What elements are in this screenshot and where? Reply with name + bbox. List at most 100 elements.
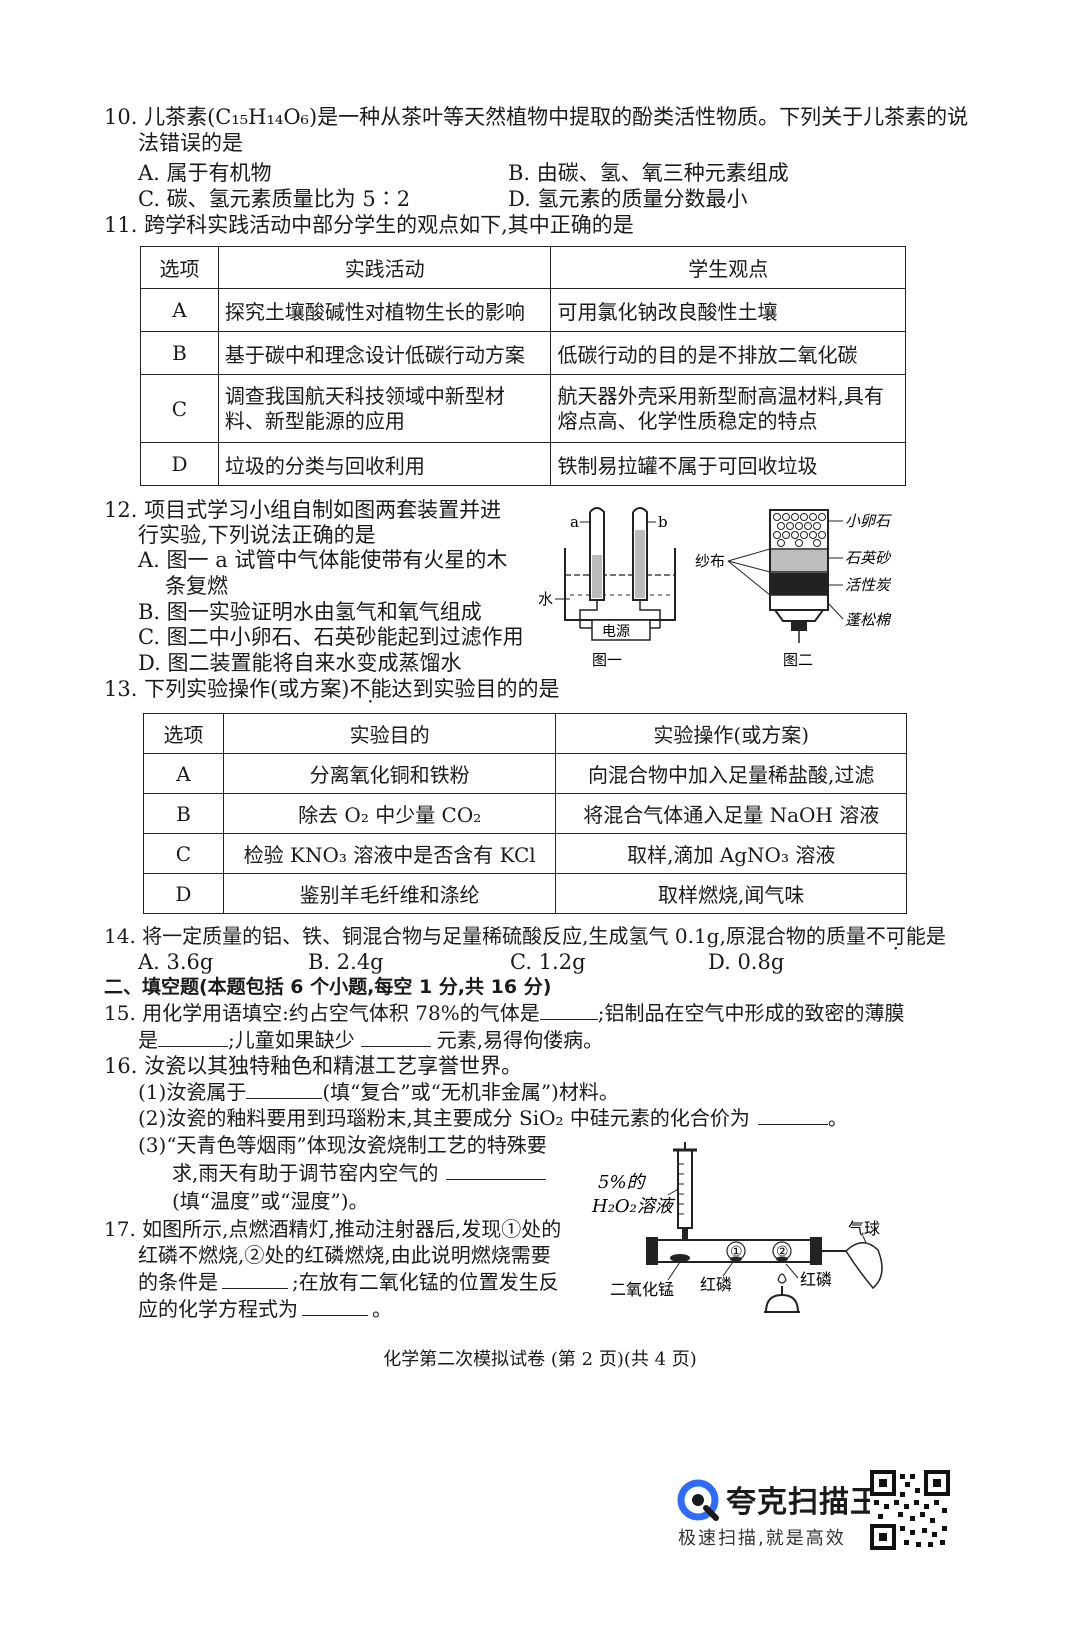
answer-blank[interactable] (158, 1026, 228, 1047)
table-cell-view: 可用氯化钠改良酸性土壤 (550, 288, 906, 332)
table-cell-operation: 将混合气体通入足量 NaOH 溶液 (555, 793, 907, 834)
table-cell-option: A (140, 288, 219, 332)
q10-stem-line1: 10. 儿茶素(C₁₅H₁₄O₆)是一种从茶叶等天然植物中提取的酚类活性物质。下… (104, 105, 969, 129)
q16-part3-line3: (填“温度”或“湿度”)。 (172, 1189, 369, 1213)
q17-line4: 应的化学方程式为。 (138, 1295, 392, 1323)
table-cell-goal: 检验 KNO₃ 溶液中是否含有 KCl (222, 833, 557, 874)
q15-text-1a: 15. 用化学用语填空:约占空气体积 78%的气体是 (104, 1001, 540, 1025)
table-cell-goal: 分离氧化铜和铁粉 (222, 753, 557, 794)
q17-line2: 红磷不燃烧,②处的红磷燃烧,由此说明燃烧需要 (138, 1243, 551, 1267)
q14-option-a: A. 3.6g (138, 950, 214, 974)
table-cell-activity: 探究土壤酸碱性对植物生长的影响 (217, 288, 552, 332)
table-row: C 调查我国航天科技领域中新型材料、新型能源的应用 航天器外壳采用新型耐高温材料… (140, 374, 906, 443)
mno2-label: 二氧化锰 (610, 1280, 674, 1299)
q16-text-2a: (2)汝瓷的釉料要用到玛瑙粉末,其主要成分 SiO₂ 中硅元素的化合价为 (138, 1106, 750, 1130)
table-cell-view: 低碳行动的目的是不排放二氧化碳 (550, 331, 906, 375)
answer-blank[interactable] (302, 1295, 368, 1316)
left-stopper (646, 1237, 658, 1265)
carbon-label: 活性炭 (845, 576, 892, 594)
balloon-icon (845, 1242, 883, 1290)
mno2-sample (670, 1254, 690, 1262)
q12-option-a-line1: A. 图一 a 试管中气体能使带有火星的木 (138, 548, 508, 572)
sand-label: 石英砂 (845, 549, 891, 567)
h2o2-concentration-label: 5%的 (598, 1172, 647, 1193)
gauze-label: 纱布 (695, 552, 725, 570)
q12-stem-line2: 行实验,下列说法正确的是 (138, 523, 376, 547)
label-a: a (570, 513, 579, 531)
answer-blank[interactable] (539, 999, 598, 1020)
q13-table: 选项 实验目的 实验操作(或方案) A 分离氧化铜和铁粉 向混合物中加入足量稀盐… (143, 713, 907, 914)
q16-part1: (1)汝瓷属于(填“复合”或“无机非金属”)材料。 (138, 1078, 619, 1106)
table-cell-option: C (143, 833, 224, 874)
q10-stem-line2: 法错误的是 (138, 131, 243, 155)
table-header-cell: 实验操作(或方案) (555, 713, 907, 754)
carbon-layer (771, 573, 827, 595)
table-cell-activity: 基于碳中和理念设计低碳行动方案 (217, 331, 552, 375)
fig1-caption: 图一 (592, 651, 622, 669)
filter-bottom (773, 609, 825, 622)
answer-blank[interactable] (757, 1104, 828, 1125)
answer-blank[interactable] (246, 1078, 323, 1099)
q12-option-b: B. 图一实验证明水由氢气和氧气组成 (138, 600, 482, 624)
q16-part3-line1: (3)“天青色等烟雨”体现汝瓷烧制工艺的特殊要 (138, 1133, 547, 1157)
q17-line3: 的条件是;在放有二氧化锰的位置发生反 (138, 1268, 559, 1296)
table-header-row: 选项 实验目的 实验操作(或方案) (143, 713, 907, 754)
wire-left (579, 600, 598, 628)
brand-slogan: 极速扫描,就是高效 (678, 1528, 846, 1549)
table-header-cell: 实践活动 (217, 246, 552, 289)
q16-part2: (2)汝瓷的釉料要用到玛瑙粉末,其主要成分 SiO₂ 中硅元素的化合价为 。 (138, 1104, 848, 1132)
table-cell-option: B (140, 331, 219, 375)
syringe-needle (682, 1228, 688, 1240)
table-cell-option: D (143, 873, 224, 914)
power-label: 电源 (602, 624, 630, 640)
combustion-apparatus-diagram: 5%的 H₂O₂溶液 气球 二氧化锰 ① 红磷 ② (591, 1142, 883, 1313)
balloon-leader (862, 1235, 867, 1244)
table-header-cell: 学生观点 (550, 246, 906, 289)
q15-line1: 15. 用化学用语填空:约占空气体积 78%的气体是 ;铝制品在空气中形成的致密的… (104, 999, 904, 1027)
table-cell-goal: 鉴别羊毛纤维和涤纶 (222, 873, 557, 914)
q14-stem-emphasis: 不可能 (866, 924, 926, 948)
pebble-label: 小卵石 (845, 512, 892, 530)
h2o2-solution-label: H₂O₂溶液 (591, 1196, 676, 1217)
q15-text-1b: ;铝制品在空气中形成的致密的薄膜 (597, 1001, 905, 1025)
quark-logo-icon (677, 1479, 719, 1521)
answer-blank[interactable] (446, 1159, 547, 1180)
q16-text-2b: 。 (827, 1106, 848, 1130)
sand-layer (771, 550, 827, 572)
gauze-leader-2 (727, 560, 771, 573)
label-b: b (658, 513, 668, 531)
brand-name: 夸克扫描王 (726, 1485, 881, 1520)
q15-text-2c: 元素,易得佝偻病。 (436, 1028, 604, 1052)
q15-text-2b: ;儿童如果缺少 (228, 1028, 355, 1052)
gauze-leader-1 (727, 548, 771, 562)
q12-option-d: D. 图二装置能将自来水变成蒸馏水 (138, 651, 462, 675)
q13-stem: 13. 下列实验操作(或方案)不能达到实验目的的是 (104, 675, 559, 703)
beaker-outline (564, 548, 676, 621)
q14-option-c: C. 1.2g (510, 950, 586, 974)
q10-option-b: B. 由碳、氢、氧三种元素组成 (508, 161, 789, 185)
wire-right (639, 600, 661, 628)
power-supply-box (591, 619, 651, 641)
table-row: A 探究土壤酸碱性对植物生长的影响 可用氯化钠改良酸性土壤 (140, 288, 906, 332)
q11-stem: 11. 跨学科实践活动中部分学生的观点如下,其中正确的是 (104, 213, 634, 237)
table-cell-activity: 调查我国航天科技领域中新型材料、新型能源的应用 (217, 374, 552, 443)
answer-blank[interactable] (360, 1026, 431, 1047)
q12-option-c: C. 图二中小卵石、石英砂能起到过滤作用 (138, 625, 524, 649)
red-phosphorus-2 (776, 1256, 788, 1262)
q16-text-1b: (填“复合”或“无机非金属”)材料。 (322, 1080, 619, 1104)
balloon-label: 气球 (848, 1219, 880, 1238)
syringe-marks (678, 1163, 684, 1215)
q13-stem-post: 达到实验目的的是 (391, 677, 560, 701)
q17-text-3a: 的条件是 (138, 1270, 218, 1294)
tube-b-water (635, 530, 645, 598)
answer-blank[interactable] (222, 1268, 288, 1289)
tube-a-water (592, 555, 602, 598)
phosphorus-1-leader (722, 1261, 734, 1277)
table-row: D 鉴别羊毛纤维和涤纶 取样燃烧,闻气味 (143, 873, 907, 914)
filter-outlet (791, 621, 807, 631)
q12-stem-line1: 12. 项目式学习小组自制如图两套装置并进 (104, 498, 502, 522)
phosphorus-2-leader (785, 1263, 799, 1279)
table-cell-view: 航天器外壳采用新型耐高温材料,具有熔点高、化学性质稳定的特点 (550, 374, 906, 443)
table-cell-option: D (140, 442, 219, 486)
